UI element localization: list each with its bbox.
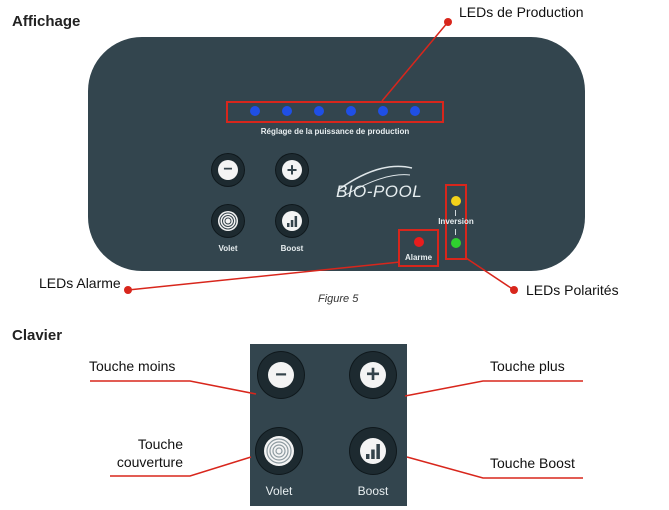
display-plus-button[interactable]: + xyxy=(276,154,308,186)
polarity-divider-top xyxy=(455,210,456,216)
polarity-led-yellow xyxy=(451,196,461,206)
callout-leds-polarites: LEDs Polarités xyxy=(526,282,619,298)
production-leds-frame xyxy=(226,101,444,123)
spiral-icon xyxy=(219,212,237,230)
callout-touche-moins: Touche moins xyxy=(89,358,176,374)
callout-touche-couverture-line2: couverture xyxy=(116,454,183,470)
polarity-divider-bottom xyxy=(455,229,456,235)
keypad-section-title: Clavier xyxy=(12,327,63,344)
keypad-volet-button[interactable] xyxy=(256,428,302,474)
production-led xyxy=(314,106,324,116)
keypad-minus-button[interactable]: − xyxy=(258,352,304,398)
plus-icon: + xyxy=(365,361,380,388)
alarm-label: Alarme xyxy=(404,253,433,262)
alarm-led xyxy=(414,237,424,247)
callout-leds-alarme: LEDs Alarme xyxy=(39,275,121,291)
keypad-volet-label: Volet xyxy=(265,484,293,498)
brand-logo: BIO-POOL xyxy=(336,182,423,201)
plus-icon: + xyxy=(286,159,298,180)
display-section-title: Affichage xyxy=(12,13,81,30)
display-volet-label: Volet xyxy=(218,244,238,253)
callout-touche-plus: Touche plus xyxy=(490,358,565,374)
display-minus-button[interactable]: − xyxy=(212,154,244,186)
signal-bars-icon xyxy=(287,216,298,227)
minus-icon: − xyxy=(275,363,287,386)
figure-caption: Figure 5 xyxy=(318,293,359,305)
polarity-leds-frame xyxy=(445,184,467,260)
spiral-icon xyxy=(266,438,292,464)
keypad-plus-button[interactable]: + xyxy=(350,352,396,398)
display-volet-button[interactable] xyxy=(212,205,244,237)
production-led xyxy=(250,106,260,116)
signal-bars-icon xyxy=(366,444,380,459)
callout-touche-boost: Touche Boost xyxy=(490,455,575,471)
keypad-boost-button[interactable] xyxy=(350,428,396,474)
alarm-led-frame xyxy=(398,229,439,267)
production-led xyxy=(346,106,356,116)
production-led xyxy=(378,106,388,116)
display-boost-label: Boost xyxy=(280,244,304,253)
keypad-boost-label: Boost xyxy=(357,484,389,498)
production-caption: Réglage de la puissance de production xyxy=(260,127,410,136)
callout-touche-couverture-line1: Touche xyxy=(137,436,183,452)
callout-leds-production: LEDs de Production xyxy=(459,4,584,20)
production-led xyxy=(410,106,420,116)
production-led xyxy=(282,106,292,116)
polarity-led-green xyxy=(451,238,461,248)
display-boost-button[interactable] xyxy=(276,205,308,237)
display-panel xyxy=(88,37,585,271)
inversion-label: Inversion xyxy=(438,217,474,226)
minus-icon: − xyxy=(223,161,233,178)
